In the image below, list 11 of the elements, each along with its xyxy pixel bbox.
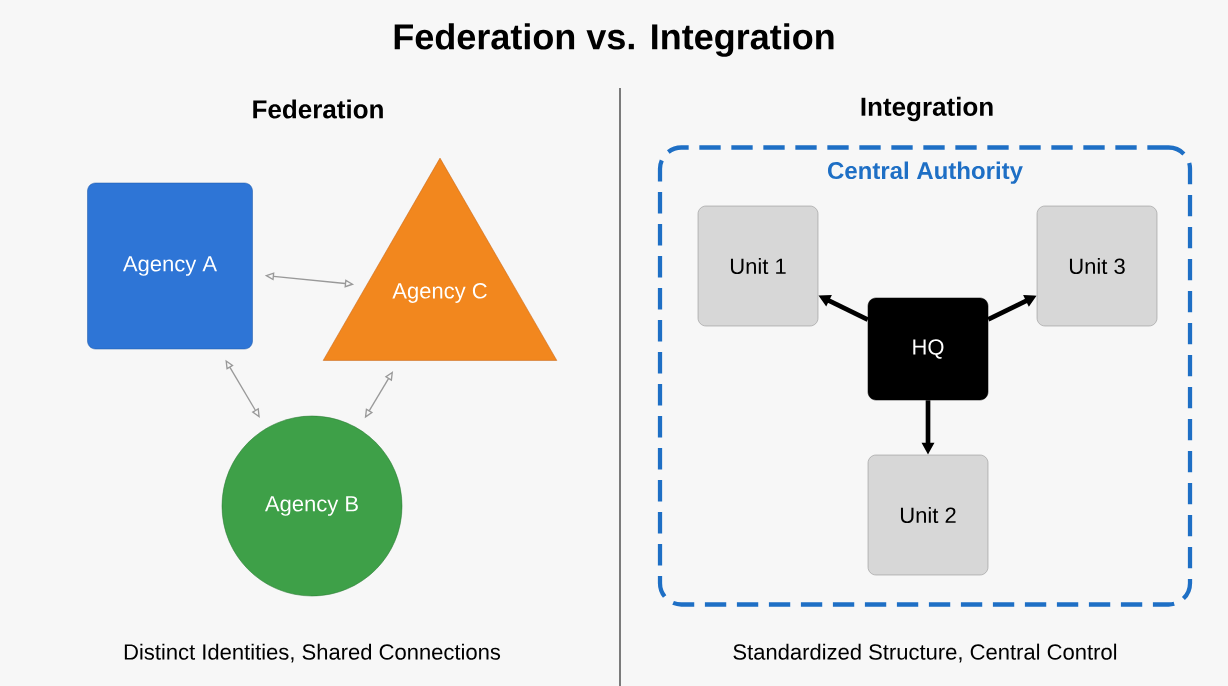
unit-box: Unit 3 (1036, 205, 1158, 327)
agency-box: Agency A (87, 182, 253, 350)
title: Federation vs. Integration (394, 23, 834, 57)
caption: Standardized Structure, Central Control (733, 643, 1117, 663)
section-heading: Integration (861, 96, 993, 122)
caption: Distinct Identities, Shared Connections (124, 643, 501, 663)
agency-triangle: Agency C (322, 157, 558, 361)
unit-box: Unit 1 (697, 205, 819, 327)
unit-box: Unit 2 (867, 454, 989, 576)
section-heading: Federation (253, 99, 383, 119)
hq-box: HQ (867, 297, 989, 401)
